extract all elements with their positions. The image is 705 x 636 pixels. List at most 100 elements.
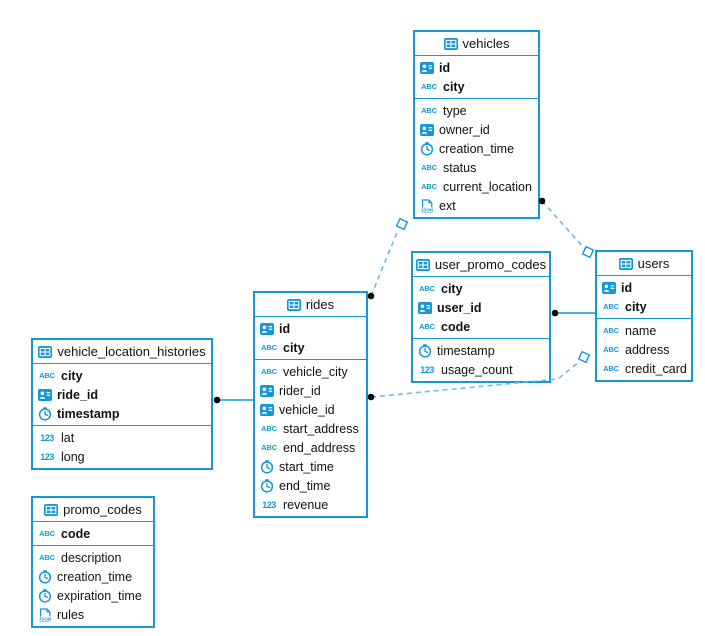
column-row[interactable]: ABC address: [597, 340, 691, 359]
table-name: user_promo_codes: [434, 257, 547, 272]
table-vehicles-header[interactable]: vehicles: [415, 32, 538, 56]
column-row[interactable]: timestamp: [413, 341, 549, 360]
primary-key-section: id ABC city: [255, 317, 366, 360]
table-rides-header[interactable]: rides: [255, 293, 366, 317]
table-vehicles[interactable]: vehicles id ABC city ABC type owner_id: [413, 30, 540, 219]
column-row[interactable]: user_id: [413, 298, 549, 317]
columns-section: timestamp 123 usage_count: [413, 339, 549, 381]
columns-section: ABC type owner_id creation_time ABC stat…: [415, 99, 538, 217]
table-name: vehicle_location_histories: [57, 344, 206, 359]
relation-vehicle-location-histories-rides[interactable]: [213, 396, 253, 404]
column-row[interactable]: ABC name: [597, 321, 691, 340]
column-row[interactable]: 123 lat: [33, 428, 211, 447]
column-row[interactable]: 123 usage_count: [413, 360, 549, 379]
column-row[interactable]: ABC city: [413, 279, 549, 298]
column-row[interactable]: end_time: [255, 476, 366, 495]
column-name: timestamp: [57, 406, 120, 421]
column-name: vehicle_city: [283, 364, 348, 379]
column-row[interactable]: id: [415, 58, 538, 77]
column-row[interactable]: creation_time: [415, 139, 538, 158]
relation-user-promo-codes-users[interactable]: [551, 309, 595, 317]
uuid-type-icon: [420, 62, 434, 74]
relation-vehicles-users[interactable]: [538, 197, 595, 259]
column-name: creation_time: [439, 141, 515, 156]
column-row[interactable]: ABC vehicle_city: [255, 362, 366, 381]
column-name: lat: [61, 430, 75, 445]
column-row[interactable]: ABC code: [413, 317, 549, 336]
column-name: code: [61, 526, 91, 541]
column-row[interactable]: 123 revenue: [255, 495, 366, 514]
column-name: code: [441, 319, 471, 334]
table-promo-codes[interactable]: promo_codes ABC code ABC description cre…: [31, 496, 155, 628]
string-type-icon: ABC: [261, 367, 277, 376]
column-row[interactable]: ABC status: [415, 158, 538, 177]
string-type-icon: ABC: [421, 182, 437, 191]
uuid-type-icon: [420, 124, 434, 136]
clock-icon: [260, 479, 274, 493]
string-type-icon: ABC: [603, 302, 619, 311]
primary-key-section: ABC city user_id ABC code: [413, 277, 549, 339]
column-row[interactable]: id: [255, 319, 366, 338]
relation-diamond-marker: [577, 350, 591, 364]
column-row[interactable]: ABC credit_card: [597, 359, 691, 378]
column-row[interactable]: ABC start_address: [255, 419, 366, 438]
column-row[interactable]: timestamp: [33, 404, 211, 423]
column-name: ride_id: [57, 387, 98, 402]
table-vehicle-location-histories[interactable]: vehicle_location_histories ABC city ride…: [31, 338, 213, 470]
column-row[interactable]: ABC city: [33, 366, 211, 385]
table-user-promo-codes[interactable]: user_promo_codes ABC city user_id ABC co…: [411, 251, 551, 383]
table-users-header[interactable]: users: [597, 252, 691, 276]
column-name: city: [441, 281, 463, 296]
primary-key-section: ABC city ride_id timestamp: [33, 364, 211, 426]
column-row[interactable]: ABC end_address: [255, 438, 366, 457]
table-users[interactable]: users id ABC city ABC name ABC address A…: [595, 250, 693, 382]
column-name: start_address: [283, 421, 359, 436]
columns-section: ABC description creation_time expiration…: [33, 546, 153, 626]
column-name: rules: [57, 607, 85, 622]
column-row[interactable]: ABC code: [33, 524, 153, 543]
string-type-icon: ABC: [39, 529, 55, 538]
column-name: type: [443, 103, 467, 118]
uuid-type-icon: [602, 282, 616, 294]
column-row[interactable]: ABC type: [415, 101, 538, 120]
string-type-icon: ABC: [603, 326, 619, 335]
table-icon: [416, 259, 430, 271]
column-row[interactable]: id: [597, 278, 691, 297]
clock-icon: [418, 344, 432, 358]
column-row[interactable]: ABC city: [255, 338, 366, 357]
column-row[interactable]: ABC current_location: [415, 177, 538, 196]
column-row[interactable]: ABC city: [597, 297, 691, 316]
column-name: rider_id: [279, 383, 321, 398]
table-rides[interactable]: rides id ABC city ABC vehicle_city rider…: [253, 291, 368, 518]
column-name: end_address: [283, 440, 356, 455]
column-row[interactable]: owner_id: [415, 120, 538, 139]
column-row[interactable]: vehicle_id: [255, 400, 366, 419]
relation-diamond-marker: [395, 217, 409, 231]
table-promo-codes-header[interactable]: promo_codes: [33, 498, 153, 522]
table-user-promo-codes-header[interactable]: user_promo_codes: [413, 253, 549, 277]
clock-icon: [38, 407, 52, 421]
primary-key-section: id ABC city: [597, 276, 691, 319]
column-row[interactable]: creation_time: [33, 567, 153, 586]
column-row[interactable]: ride_id: [33, 385, 211, 404]
column-row[interactable]: rider_id: [255, 381, 366, 400]
string-type-icon: ABC: [421, 106, 437, 115]
uuid-type-icon: [260, 404, 274, 416]
table-name: rides: [305, 297, 335, 312]
column-name: usage_count: [441, 362, 513, 377]
column-row[interactable]: ABC city: [415, 77, 538, 96]
columns-section: ABC name ABC address ABC credit_card: [597, 319, 691, 380]
column-row[interactable]: 123 long: [33, 447, 211, 466]
string-type-icon: ABC: [419, 322, 435, 331]
column-row[interactable]: rules: [33, 605, 153, 624]
table-vehicle-location-histories-header[interactable]: vehicle_location_histories: [33, 340, 211, 364]
uuid-type-icon: [418, 302, 432, 314]
column-row[interactable]: ext: [415, 196, 538, 215]
column-name: city: [283, 340, 305, 355]
string-type-icon: ABC: [261, 443, 277, 452]
column-row[interactable]: start_time: [255, 457, 366, 476]
column-row[interactable]: expiration_time: [33, 586, 153, 605]
relation-rides-vehicles[interactable]: [367, 217, 409, 300]
column-row[interactable]: ABC description: [33, 548, 153, 567]
